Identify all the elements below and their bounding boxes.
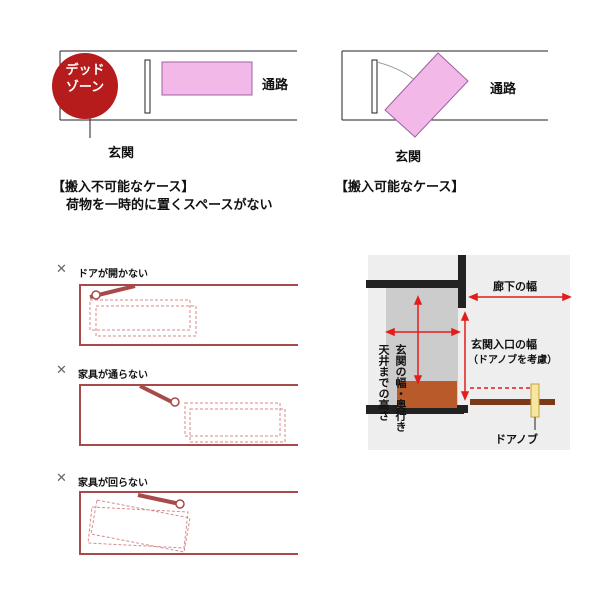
furniture-box-rotated: [384, 52, 469, 138]
furniture-outline: [95, 305, 197, 337]
door-hinge: [91, 290, 101, 300]
passage-label-right: 通路: [490, 82, 517, 97]
case-pass-diagram: [79, 384, 298, 446]
wall-corner: [458, 255, 466, 308]
door-hinge: [170, 397, 180, 407]
right-plan: [341, 50, 548, 138]
case-title-impossible: 【搬入不可能なケース】: [52, 180, 195, 195]
ceiling-height-label: 天井までの高さ: [377, 344, 390, 421]
dead-zone-line1: デッド: [65, 63, 105, 78]
entrance-label-left: 玄関: [108, 146, 135, 161]
dead-zone-line2: ゾーン: [65, 80, 105, 95]
dead-zone-badge: デッド ゾーン: [52, 53, 118, 119]
door-slab: [470, 399, 555, 405]
passage-label-left: 通路: [262, 78, 289, 93]
entrance-opening-label: 玄関入口の幅: [471, 338, 537, 351]
case-label-turn: 家具が回らない: [78, 478, 148, 489]
x-mark-icon: ✕: [56, 363, 67, 378]
door-hinge: [175, 499, 185, 509]
furniture-outline: [89, 299, 191, 331]
doorknob-note-label: （ドアノブを考慮）: [468, 355, 558, 366]
doorknob-post: [530, 383, 540, 418]
door-panel: [144, 59, 151, 114]
entrance-label-right: 玄関: [395, 150, 422, 165]
furniture-outline: [90, 499, 191, 553]
dimension-arrows: [385, 292, 572, 401]
case-label-pass: 家具が通らない: [78, 370, 148, 381]
case-note-impossible: 荷物を一時的に置くスペースがない: [66, 198, 273, 213]
wall-bottom: [366, 405, 464, 414]
door-panel: [371, 59, 378, 114]
case-title-possible: 【搬入可能なケース】: [335, 180, 465, 195]
furniture-block: [397, 381, 457, 408]
wall-top: [366, 280, 464, 288]
furniture-outline: [189, 408, 286, 443]
door-leaf: [139, 384, 175, 405]
x-mark-icon: ✕: [56, 471, 67, 486]
case-door-diagram: [79, 284, 298, 346]
furniture-box: [161, 61, 253, 96]
doorknob-label: ドアノブ: [495, 433, 539, 446]
door-leaf: [137, 493, 181, 506]
case-turn-diagram: [79, 491, 298, 555]
corridor-width-label: 廊下の幅: [493, 280, 537, 293]
furniture-outline: [184, 402, 281, 437]
x-mark-icon: ✕: [56, 262, 67, 277]
entrance-plan: [366, 255, 572, 450]
case-label-door: ドアが開かない: [78, 269, 148, 280]
entrance-size-label: 玄関の幅・奥行き: [394, 344, 407, 432]
left-plan: [59, 50, 297, 138]
furniture-outline: [87, 506, 189, 549]
